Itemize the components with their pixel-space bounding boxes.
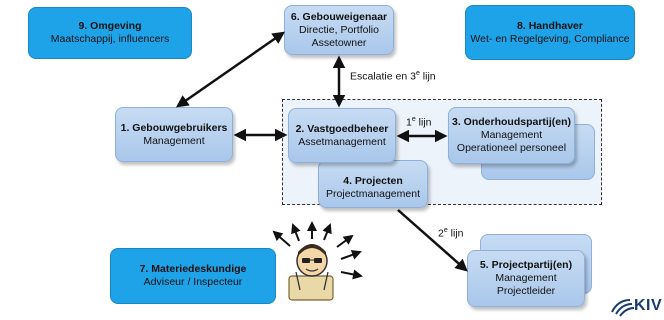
node-handhaver-subtitle: Wet- en Regelgeving, Compliance	[470, 32, 630, 45]
node-vastgoedbeheer-title: 2. Vastgoedbeheer	[295, 122, 389, 135]
node-projectpartijen-subtitle1: Management	[495, 272, 557, 284]
label-escalatie: Escalatie en 3e lijn	[350, 70, 436, 83]
node-gebouwgebruikers[interactable]: 1. Gebouwgebruikers Management	[115, 107, 233, 162]
node-projectpartijen-title: 5. Projectpartij(en)	[479, 259, 573, 271]
kiv-logo-text: KIV	[634, 297, 663, 314]
label-eerste-lijn: 1e lijn	[406, 116, 432, 129]
node-omgeving[interactable]: 9. Omgeving Maatschappij, influencers	[28, 7, 192, 59]
node-handhaver-title: 8. Handhaver	[517, 19, 583, 32]
node-onderhoudspartijen-subtitle2: Operationeel personeel	[456, 142, 567, 154]
label-eerste-num: 1	[406, 116, 412, 129]
label-tweede-num: 2	[438, 227, 444, 240]
node-gebouwgebruikers-title: 1. Gebouwgebruikers	[120, 121, 228, 134]
node-vastgoedbeheer[interactable]: 2. Vastgoedbeheer Assetmanagement	[288, 108, 396, 163]
node-gebouweigenaar-subtitle2: Assetowner	[311, 36, 367, 49]
node-projectpartijen[interactable]: 5. Projectpartij(en) Management Projectl…	[467, 250, 585, 307]
node-projectpartijen-subtitle2: Projectleider	[496, 285, 556, 297]
label-eerste-suffix: lijn	[415, 116, 432, 129]
label-tweede-suffix: lijn	[447, 227, 464, 240]
node-gebouweigenaar-subtitle1: Directie, Portfolio	[299, 23, 379, 36]
node-onderhoudspartijen-subtitle1: Management	[480, 129, 543, 141]
node-projecten[interactable]: 4. Projecten Projectmanagement	[318, 160, 428, 208]
node-gebouweigenaar[interactable]: 6. Gebouweigenaar Directie, Portfolio As…	[284, 5, 394, 55]
expert-burst-arrows	[272, 221, 363, 280]
node-onderhoudspartijen-title: 3. Onderhoudspartij(en)	[451, 116, 571, 128]
node-projecten-subtitle: Projectmanagement	[326, 188, 420, 200]
node-materiedeskundige-title: 7. Materiedeskundige	[139, 263, 247, 275]
kiv-logo-mark-icon	[611, 299, 635, 317]
label-escalatie-prefix: Escalatie en 3	[350, 70, 416, 83]
expert-figure-icon	[288, 244, 334, 301]
node-projecten-title: 4. Projecten	[343, 175, 403, 187]
node-materiedeskundige-subtitle: Adviseur / Inspecteur	[143, 276, 243, 288]
label-escalatie-suffix: lijn	[419, 70, 436, 83]
label-escalatie-sup: e	[415, 70, 420, 77]
node-gebouwgebruikers-subtitle: Management	[143, 134, 205, 147]
node-handhaver[interactable]: 8. Handhaver Wet- en Regelgeving, Compli…	[465, 5, 635, 60]
edge-gebruikers-eigenaar	[175, 31, 286, 108]
node-onderhoudspartijen[interactable]: 3. Onderhoudspartij(en) Management Opera…	[448, 107, 575, 164]
edge-tweede-lijn	[397, 209, 468, 272]
node-omgeving-subtitle: Maatschappij, influencers	[50, 33, 170, 45]
node-materiedeskundige[interactable]: 7. Materiedeskundige Adviseur / Inspecte…	[110, 248, 276, 304]
node-vastgoedbeheer-subtitle: Assetmanagement	[298, 135, 386, 148]
label-tweede-sup: e	[443, 227, 448, 234]
node-gebouweigenaar-title: 6. Gebouweigenaar	[290, 10, 388, 23]
node-omgeving-title: 9. Omgeving	[78, 20, 142, 32]
label-tweede-lijn: 2e lijn	[438, 227, 464, 240]
label-eerste-sup: e	[411, 116, 416, 123]
